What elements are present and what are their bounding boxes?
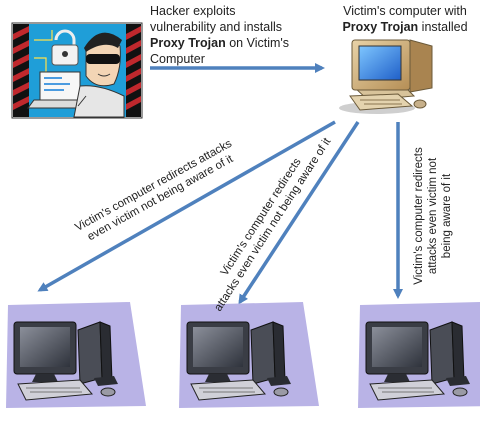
victim-caption-line: Proxy Trojan installed bbox=[330, 19, 480, 35]
hacker-at-computer-icon bbox=[11, 22, 143, 119]
trojan-name: Proxy Trojan bbox=[150, 36, 226, 50]
victim-caption-text: installed bbox=[418, 20, 468, 34]
victim-to-left-target-arrow bbox=[37, 120, 336, 292]
workstation-computer-icon bbox=[6, 302, 146, 408]
arrow-label-line: attacks even victim not bbox=[427, 157, 439, 275]
hacker-caption-line: Hacker exploits bbox=[150, 4, 236, 18]
arrow-label-line: being aware of it bbox=[441, 173, 453, 259]
victim-to-middle-target-arrow bbox=[238, 121, 360, 305]
arrow-label-line: Victim's computer redirects bbox=[413, 147, 425, 285]
victim-caption: Victim's computer with Proxy Trojan inst… bbox=[330, 3, 480, 35]
right-arrow-label: Victim's computer redirects attacks even… bbox=[412, 141, 454, 291]
workstation-computer-icon bbox=[178, 301, 320, 409]
workstation-computer-icon bbox=[357, 301, 480, 409]
victim-caption-line: Victim's computer with bbox=[343, 4, 467, 18]
hacker-caption-line: Proxy Trojan on Victim's bbox=[150, 35, 330, 51]
hacker-caption-line: vulnerability and installs bbox=[150, 20, 283, 34]
trojan-name: Proxy Trojan bbox=[342, 20, 419, 34]
desktop-computer-icon bbox=[339, 39, 433, 114]
hacker-caption-text: on Victim's bbox=[225, 36, 290, 50]
hacker-caption: Hacker exploits vulnerability and instal… bbox=[150, 3, 330, 67]
hacker-caption-line: Computer bbox=[150, 52, 205, 66]
